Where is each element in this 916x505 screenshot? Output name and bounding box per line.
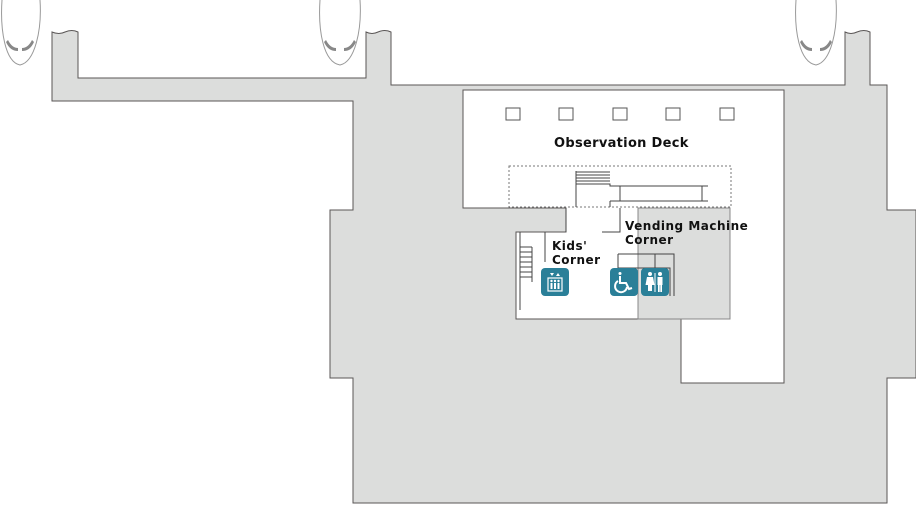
restroom-icon[interactable] — [641, 268, 669, 296]
vending-machine-area — [637, 207, 731, 320]
vending-label-line2: Corner — [625, 233, 674, 247]
dashed-zone — [508, 165, 732, 208]
kids-label-line1: Kids' — [552, 239, 588, 253]
vending-machine-corner-label: Vending Machine Corner — [625, 219, 748, 247]
wheelchair-accessible-icon[interactable] — [610, 268, 638, 296]
kids-label-line2: Corner — [552, 253, 601, 267]
windows — [505, 107, 735, 121]
elevator-icon[interactable] — [541, 268, 569, 296]
observation-deck-label: Observation Deck — [554, 136, 689, 151]
kids-corner-label: Kids' Corner — [552, 239, 601, 267]
vending-label-line1: Vending Machine — [625, 219, 749, 233]
aircraft-nose — [1, 0, 837, 66]
